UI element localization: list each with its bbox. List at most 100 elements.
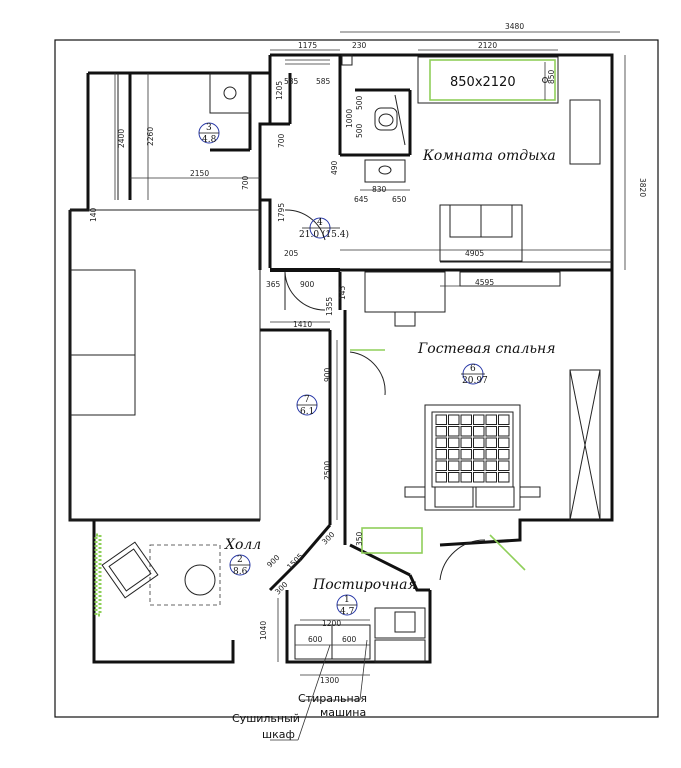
quilt-cell bbox=[448, 449, 460, 460]
room-laundry-name: Постирочная bbox=[312, 577, 417, 593]
guest-bedroom-furniture bbox=[364, 271, 601, 521]
quilt-cell bbox=[473, 472, 485, 483]
dim-4905: 4905 bbox=[465, 249, 484, 258]
dim-700-a: 700 bbox=[277, 133, 286, 148]
dim-1505: 1505 bbox=[285, 551, 305, 571]
quilt-cell bbox=[485, 426, 497, 437]
room-hall-name: Холл bbox=[224, 537, 261, 553]
dim-140: 140 bbox=[89, 207, 98, 222]
quilt-cell bbox=[435, 449, 447, 460]
dim-2500: 2500 bbox=[323, 461, 332, 480]
dim-645: 645 bbox=[354, 195, 369, 204]
svg-text:1: 1 bbox=[344, 595, 350, 605]
svg-text:3: 3 bbox=[206, 123, 212, 133]
dim-1795: 1795 bbox=[277, 203, 286, 222]
dim-365: 365 bbox=[266, 280, 281, 289]
quilt-cell bbox=[498, 437, 510, 448]
dim-1200: 1200 bbox=[322, 619, 341, 628]
dim-900-a: 900 bbox=[300, 280, 315, 289]
room-3-furniture bbox=[117, 72, 251, 200]
dim-2400: 2400 bbox=[117, 129, 126, 148]
quilt-cell bbox=[435, 437, 447, 448]
dim-2120: 2120 bbox=[478, 41, 497, 50]
dim-900-c: 900 bbox=[265, 553, 282, 570]
leader-lines bbox=[270, 639, 368, 741]
dimension-lines bbox=[114, 31, 626, 676]
room-guest-name: Гостевая спальня bbox=[417, 341, 556, 357]
bathroom-fixtures bbox=[285, 54, 559, 183]
dim-830: 830 bbox=[372, 185, 387, 194]
dim-500-b: 500 bbox=[355, 123, 364, 138]
quilt-cell bbox=[435, 414, 447, 425]
quilt-cell bbox=[435, 460, 447, 471]
quilt-cell bbox=[473, 426, 485, 437]
washer-label-line1: Стиральная bbox=[298, 692, 367, 705]
dim-2150: 2150 bbox=[190, 169, 209, 178]
room-marker-7: 7 6.1 bbox=[296, 394, 318, 417]
svg-text:2: 2 bbox=[237, 555, 243, 565]
dim-585-b: 585 bbox=[316, 77, 331, 86]
washer-label-line2: машина bbox=[320, 706, 366, 719]
dim-1355: 1355 bbox=[325, 297, 334, 316]
room-marker-2: 2 8.6 bbox=[229, 554, 251, 577]
quilt-cell bbox=[485, 414, 497, 425]
svg-text:21.0 (15.4): 21.0 (15.4) bbox=[299, 229, 349, 240]
svg-text:4: 4 bbox=[317, 218, 323, 228]
dim-1205: 1205 bbox=[275, 81, 284, 100]
dim-230: 230 bbox=[352, 41, 367, 50]
quilt-cell bbox=[435, 426, 447, 437]
laundry-furniture bbox=[294, 527, 426, 663]
quilt-cell bbox=[448, 414, 460, 425]
quilt-cell bbox=[498, 460, 510, 471]
quilt-cell bbox=[448, 437, 460, 448]
quilt-cell bbox=[448, 460, 460, 471]
svg-text:4.7: 4.7 bbox=[340, 607, 355, 617]
svg-text:20.97: 20.97 bbox=[462, 376, 488, 386]
dim-600-a: 600 bbox=[308, 635, 323, 644]
quilt-cell bbox=[460, 426, 472, 437]
svg-text:6.1: 6.1 bbox=[300, 407, 314, 417]
quilt-cell bbox=[498, 449, 510, 460]
dim-3480: 3480 bbox=[505, 22, 524, 31]
quilt-cell bbox=[448, 472, 460, 483]
dryer-label-line2: шкаф bbox=[262, 728, 295, 741]
quilt-cell bbox=[448, 426, 460, 437]
quilt-cell bbox=[460, 449, 472, 460]
quilt-cell bbox=[485, 449, 497, 460]
svg-text:8.6: 8.6 bbox=[233, 567, 248, 577]
quilt-cell bbox=[473, 414, 485, 425]
dim-1175: 1175 bbox=[298, 41, 317, 50]
svg-text:6: 6 bbox=[470, 364, 476, 374]
dim-350: 350 bbox=[355, 531, 364, 546]
quilt-cell bbox=[473, 460, 485, 471]
dim-205: 205 bbox=[284, 249, 299, 258]
quilt-cell bbox=[473, 449, 485, 460]
bathtub-label: 850x2120 bbox=[450, 75, 516, 90]
room-marker-4: 4 21.0 (15.4) bbox=[299, 217, 349, 240]
svg-text:7: 7 bbox=[304, 395, 310, 405]
dim-3820: 3820 bbox=[638, 178, 647, 197]
room-marker-3: 3 4.8 bbox=[198, 122, 220, 145]
room-marker-6: 6 20.97 bbox=[461, 363, 488, 386]
dim-500-a: 500 bbox=[355, 95, 364, 110]
quilt-cell bbox=[498, 472, 510, 483]
bed-quilt-grid bbox=[435, 414, 510, 483]
quilt-cell bbox=[460, 472, 472, 483]
hall-furniture bbox=[94, 533, 221, 617]
quilt-cell bbox=[460, 460, 472, 471]
quilt-cell bbox=[498, 414, 510, 425]
dimension-labels: 3480 1175 230 2120 850 3820 585 585 1205… bbox=[89, 22, 647, 685]
dryer-label-line1: Сушильный bbox=[232, 712, 300, 725]
dim-650: 650 bbox=[392, 195, 407, 204]
outer-frame bbox=[54, 39, 659, 718]
dim-1040: 1040 bbox=[259, 621, 268, 640]
quilt-cell bbox=[435, 472, 447, 483]
quilt-cell bbox=[485, 460, 497, 471]
dim-1000: 1000 bbox=[345, 109, 354, 128]
dim-600-b: 600 bbox=[342, 635, 357, 644]
dim-900-b: 900 bbox=[323, 367, 332, 382]
dim-145: 145 bbox=[338, 285, 347, 300]
dim-850: 850 bbox=[547, 69, 556, 84]
quilt-cell bbox=[498, 426, 510, 437]
